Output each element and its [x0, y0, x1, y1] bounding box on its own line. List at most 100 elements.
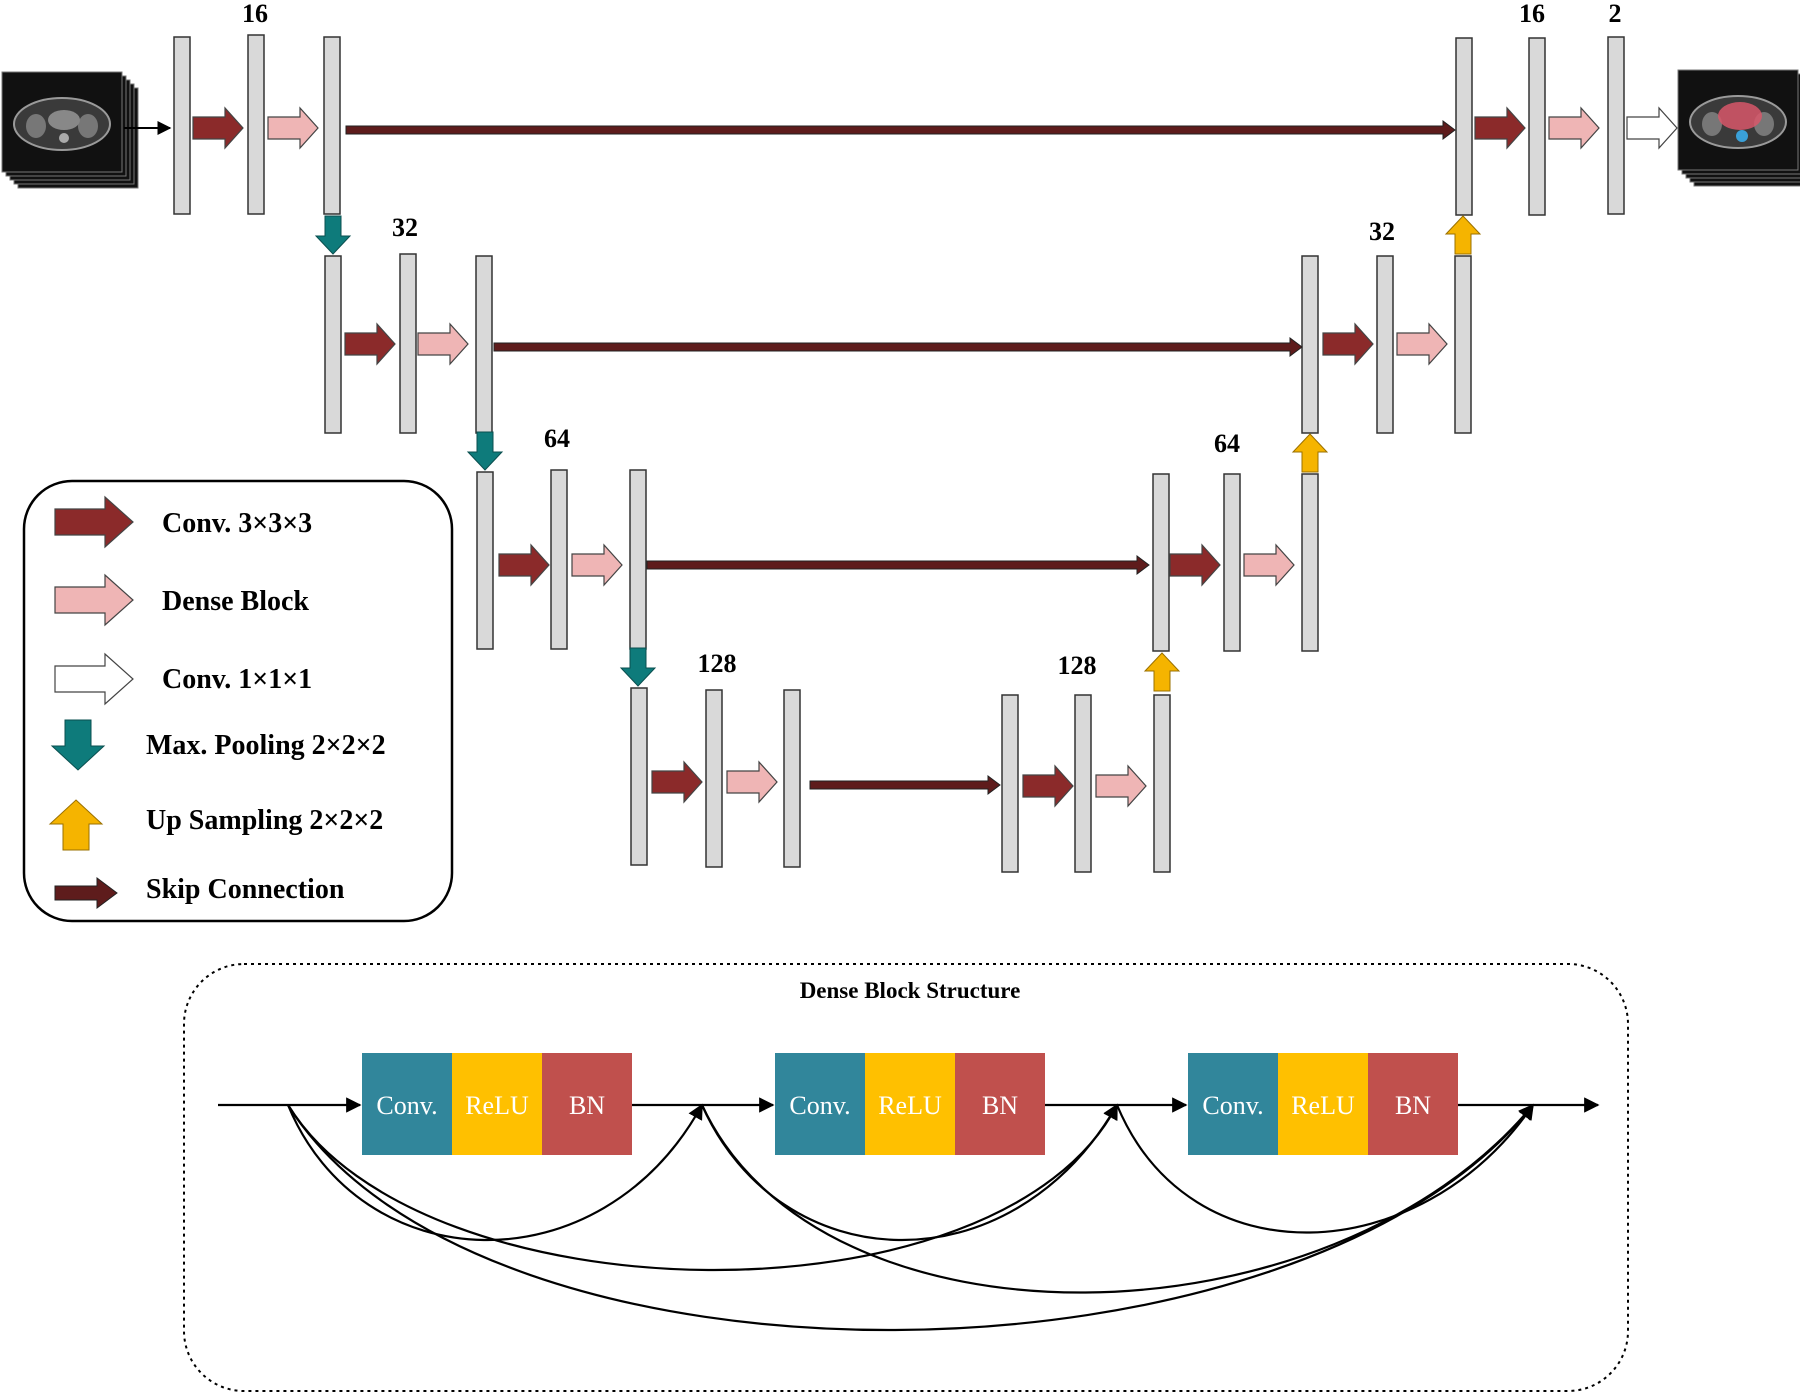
layer-column	[783, 689, 801, 868]
dense-block-arrow	[1396, 322, 1448, 366]
channel-label-dec1: 16	[1519, 0, 1545, 28]
conv-3x3x3-arrow	[1474, 106, 1526, 150]
skip-connection-arrow	[809, 775, 1001, 795]
dense-link-a	[286, 1103, 703, 1242]
dense-unit-2-bn	[955, 1053, 1045, 1155]
dense-unit-1-relu-label: ReLU	[465, 1091, 529, 1120]
dense-link-c	[287, 1103, 1534, 1332]
skip-connection-arrow	[345, 120, 1456, 140]
dense-unit-3-conv	[1188, 1053, 1278, 1155]
legend: Conv. 3×3×3 Dense Block Conv. 1×1×1 Max.…	[22, 479, 454, 923]
layer-column	[550, 469, 568, 650]
layer-column	[1223, 473, 1241, 652]
hip-bone	[1702, 112, 1722, 136]
channel-label-dec2: 32	[1369, 217, 1395, 246]
segmentation-mask-small	[1736, 130, 1748, 142]
channel-label-enc1: 16	[242, 0, 268, 28]
channel-label-enc4: 128	[698, 649, 737, 678]
dense-unit-1-bn	[542, 1053, 632, 1155]
dense-block-arrow	[726, 760, 778, 804]
layer-column	[630, 687, 648, 866]
dense-block-title: Dense Block Structure	[800, 978, 1021, 1003]
channel-label-enc3: 64	[544, 424, 570, 453]
conv-3x3x3-arrow	[192, 106, 244, 150]
dense-unit-3-relu-label: ReLU	[1291, 1091, 1355, 1120]
layer-column	[1376, 255, 1394, 434]
layer-column	[1152, 473, 1170, 652]
dense-block-arrow	[267, 106, 319, 150]
skip-connection-arrow	[646, 555, 1150, 575]
dense-unit-3-bn	[1368, 1053, 1458, 1155]
layer-column	[1001, 694, 1019, 873]
dense-unit-2-conv	[775, 1053, 865, 1155]
dense-unit-1-bn-label: BN	[569, 1091, 605, 1120]
layer-column	[247, 34, 265, 215]
layer-column	[1074, 694, 1092, 873]
layer-column	[1153, 694, 1171, 873]
conv-3x3x3-arrow	[344, 322, 396, 366]
channel-label-dec3: 64	[1214, 429, 1240, 458]
legend-label-conv1: Conv. 1×1×1	[162, 664, 312, 695]
conv-3x3x3-arrow	[1322, 322, 1374, 366]
output-image-stack	[1677, 69, 1800, 187]
layer-column	[705, 689, 723, 868]
legend-icons	[48, 495, 134, 909]
dense-block-arrow	[1243, 543, 1295, 587]
hip-bone	[26, 114, 46, 138]
skip-connection-arrow	[493, 337, 1303, 357]
layer-column	[173, 36, 191, 215]
dense-block-frame	[183, 963, 1629, 1392]
up-sampling-arrow	[1291, 433, 1329, 473]
conv-1x1x1-arrow-icon	[54, 652, 134, 706]
layer-column	[1301, 255, 1319, 434]
legend-label-skip: Skip Connection	[146, 874, 345, 905]
dense-unit-3-relu	[1278, 1053, 1368, 1155]
layer-column	[1455, 37, 1473, 216]
layer-column	[1454, 255, 1472, 434]
dense-unit-2-conv-label: Conv.	[789, 1091, 850, 1120]
dense-unit-3-conv-label: Conv.	[1202, 1091, 1263, 1120]
max-pooling-arrow-icon	[50, 719, 106, 771]
dense-block-panel: Dense Block Structure Conv. ReLU BN Conv…	[183, 963, 1629, 1392]
organ-small	[59, 133, 69, 143]
dense-block-arrow	[571, 543, 623, 587]
skip-connection-arrow-icon	[54, 877, 118, 909]
dense-link-e	[701, 1103, 1534, 1294]
dense-unit-3-bn-label: BN	[1395, 1091, 1431, 1120]
layer-column	[1607, 36, 1625, 215]
dense-unit-2-relu-label: ReLU	[878, 1091, 942, 1120]
max-pooling-arrow	[466, 431, 504, 471]
dense-connections	[286, 1103, 1534, 1332]
layer-column	[324, 255, 342, 434]
layer-column	[399, 253, 417, 434]
dense-block-arrow	[1095, 764, 1147, 808]
layer-column	[1301, 473, 1319, 652]
conv-1x1x1-arrow	[1626, 106, 1678, 150]
dense-unit-2-bn-label: BN	[982, 1091, 1018, 1120]
max-pooling-arrow	[619, 647, 657, 687]
dense-block-arrow	[1548, 106, 1600, 150]
organ	[48, 110, 80, 130]
dense-unit-1-conv-label: Conv.	[376, 1091, 437, 1120]
dense-block-arrow	[417, 322, 469, 366]
up-sampling-arrow-icon	[48, 799, 104, 851]
dense-block-arrow-icon	[54, 573, 134, 627]
dense-unit-1-conv	[362, 1053, 452, 1155]
layer-column	[629, 469, 647, 650]
max-pooling-arrow	[314, 215, 352, 255]
conv-3x3x3-arrow	[498, 543, 550, 587]
legend-label-dense: Dense Block	[162, 586, 309, 617]
conv-3x3x3-arrow	[1022, 764, 1074, 808]
up-sampling-arrow	[1444, 215, 1482, 255]
conv-3x3x3-arrow	[1169, 543, 1221, 587]
layer-column	[1528, 37, 1546, 216]
up-sampling-arrow	[1143, 652, 1181, 692]
input-image-stack	[1, 71, 139, 189]
conv-3x3x3-arrow-icon	[54, 495, 134, 549]
layer-column	[475, 255, 493, 434]
legend-label-up: Up Sampling 2×2×2	[146, 805, 383, 836]
dense-link-b	[287, 1103, 1118, 1272]
feature-map-layers	[173, 34, 1625, 873]
legend-label-conv3: Conv. 3×3×3	[162, 508, 312, 539]
